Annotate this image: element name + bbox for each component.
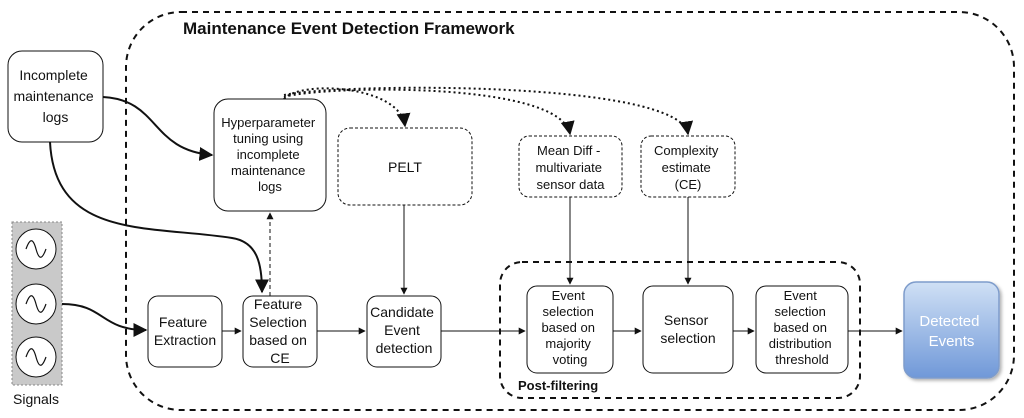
framework-boundary: [125, 11, 1015, 411]
pelt-box: [337, 127, 473, 206]
arrow-hyperparameter-to-mean-diff: [283, 88, 575, 136]
post-filtering-label: Post-filtering: [518, 378, 598, 393]
arrow-hyperparameter-to-complexity: [283, 86, 693, 136]
signal-3-icon: [15, 336, 57, 378]
detected-events-label: Detected Events: [919, 313, 983, 350]
incomplete-logs-box: [7, 50, 104, 143]
signals-label: Signals: [13, 391, 59, 407]
event-selection-dist-box: [755, 285, 849, 374]
pelt-label: PELT: [388, 159, 422, 175]
arrow-logs-to-feature-selection: [49, 141, 269, 294]
detected-events-box: [903, 281, 1000, 379]
hyperparameter-label: Hyperparameter tuning using incomplete m…: [221, 115, 319, 194]
event-selection-dist-label: Event selection based on distribution th…: [769, 288, 836, 367]
arrow-signals-to-feature-extraction: [61, 303, 148, 337]
mean-diff-label: Mean Diff - multivariate sensor data: [535, 143, 605, 192]
feature-selection-label: Feature Selection based on CE: [249, 296, 311, 366]
framework-title: Maintenance Event Detection Framework: [183, 19, 515, 38]
sensor-selection-box: [642, 285, 734, 374]
incomplete-logs-label: Incomplete maintenance logs: [13, 67, 97, 125]
post-filtering-boundary: [499, 261, 861, 399]
complexity-label: Complexity estimate (CE): [654, 143, 722, 192]
hyperparameter-box: [213, 98, 327, 212]
signal-2-icon: [15, 283, 57, 325]
event-selection-vote-label: Event selection based on majority voting: [541, 288, 598, 367]
sensor-selection-label: Sensor selection: [660, 312, 715, 346]
arrow-logs-to-hyperparameter: [102, 96, 214, 161]
event-selection-vote-box: [526, 285, 614, 374]
signal-1-icon: [15, 228, 57, 270]
feature-extraction-label: Feature Extraction: [154, 314, 216, 348]
candidate-label: Candidate Event detection: [370, 304, 438, 356]
complexity-box: [640, 135, 736, 198]
